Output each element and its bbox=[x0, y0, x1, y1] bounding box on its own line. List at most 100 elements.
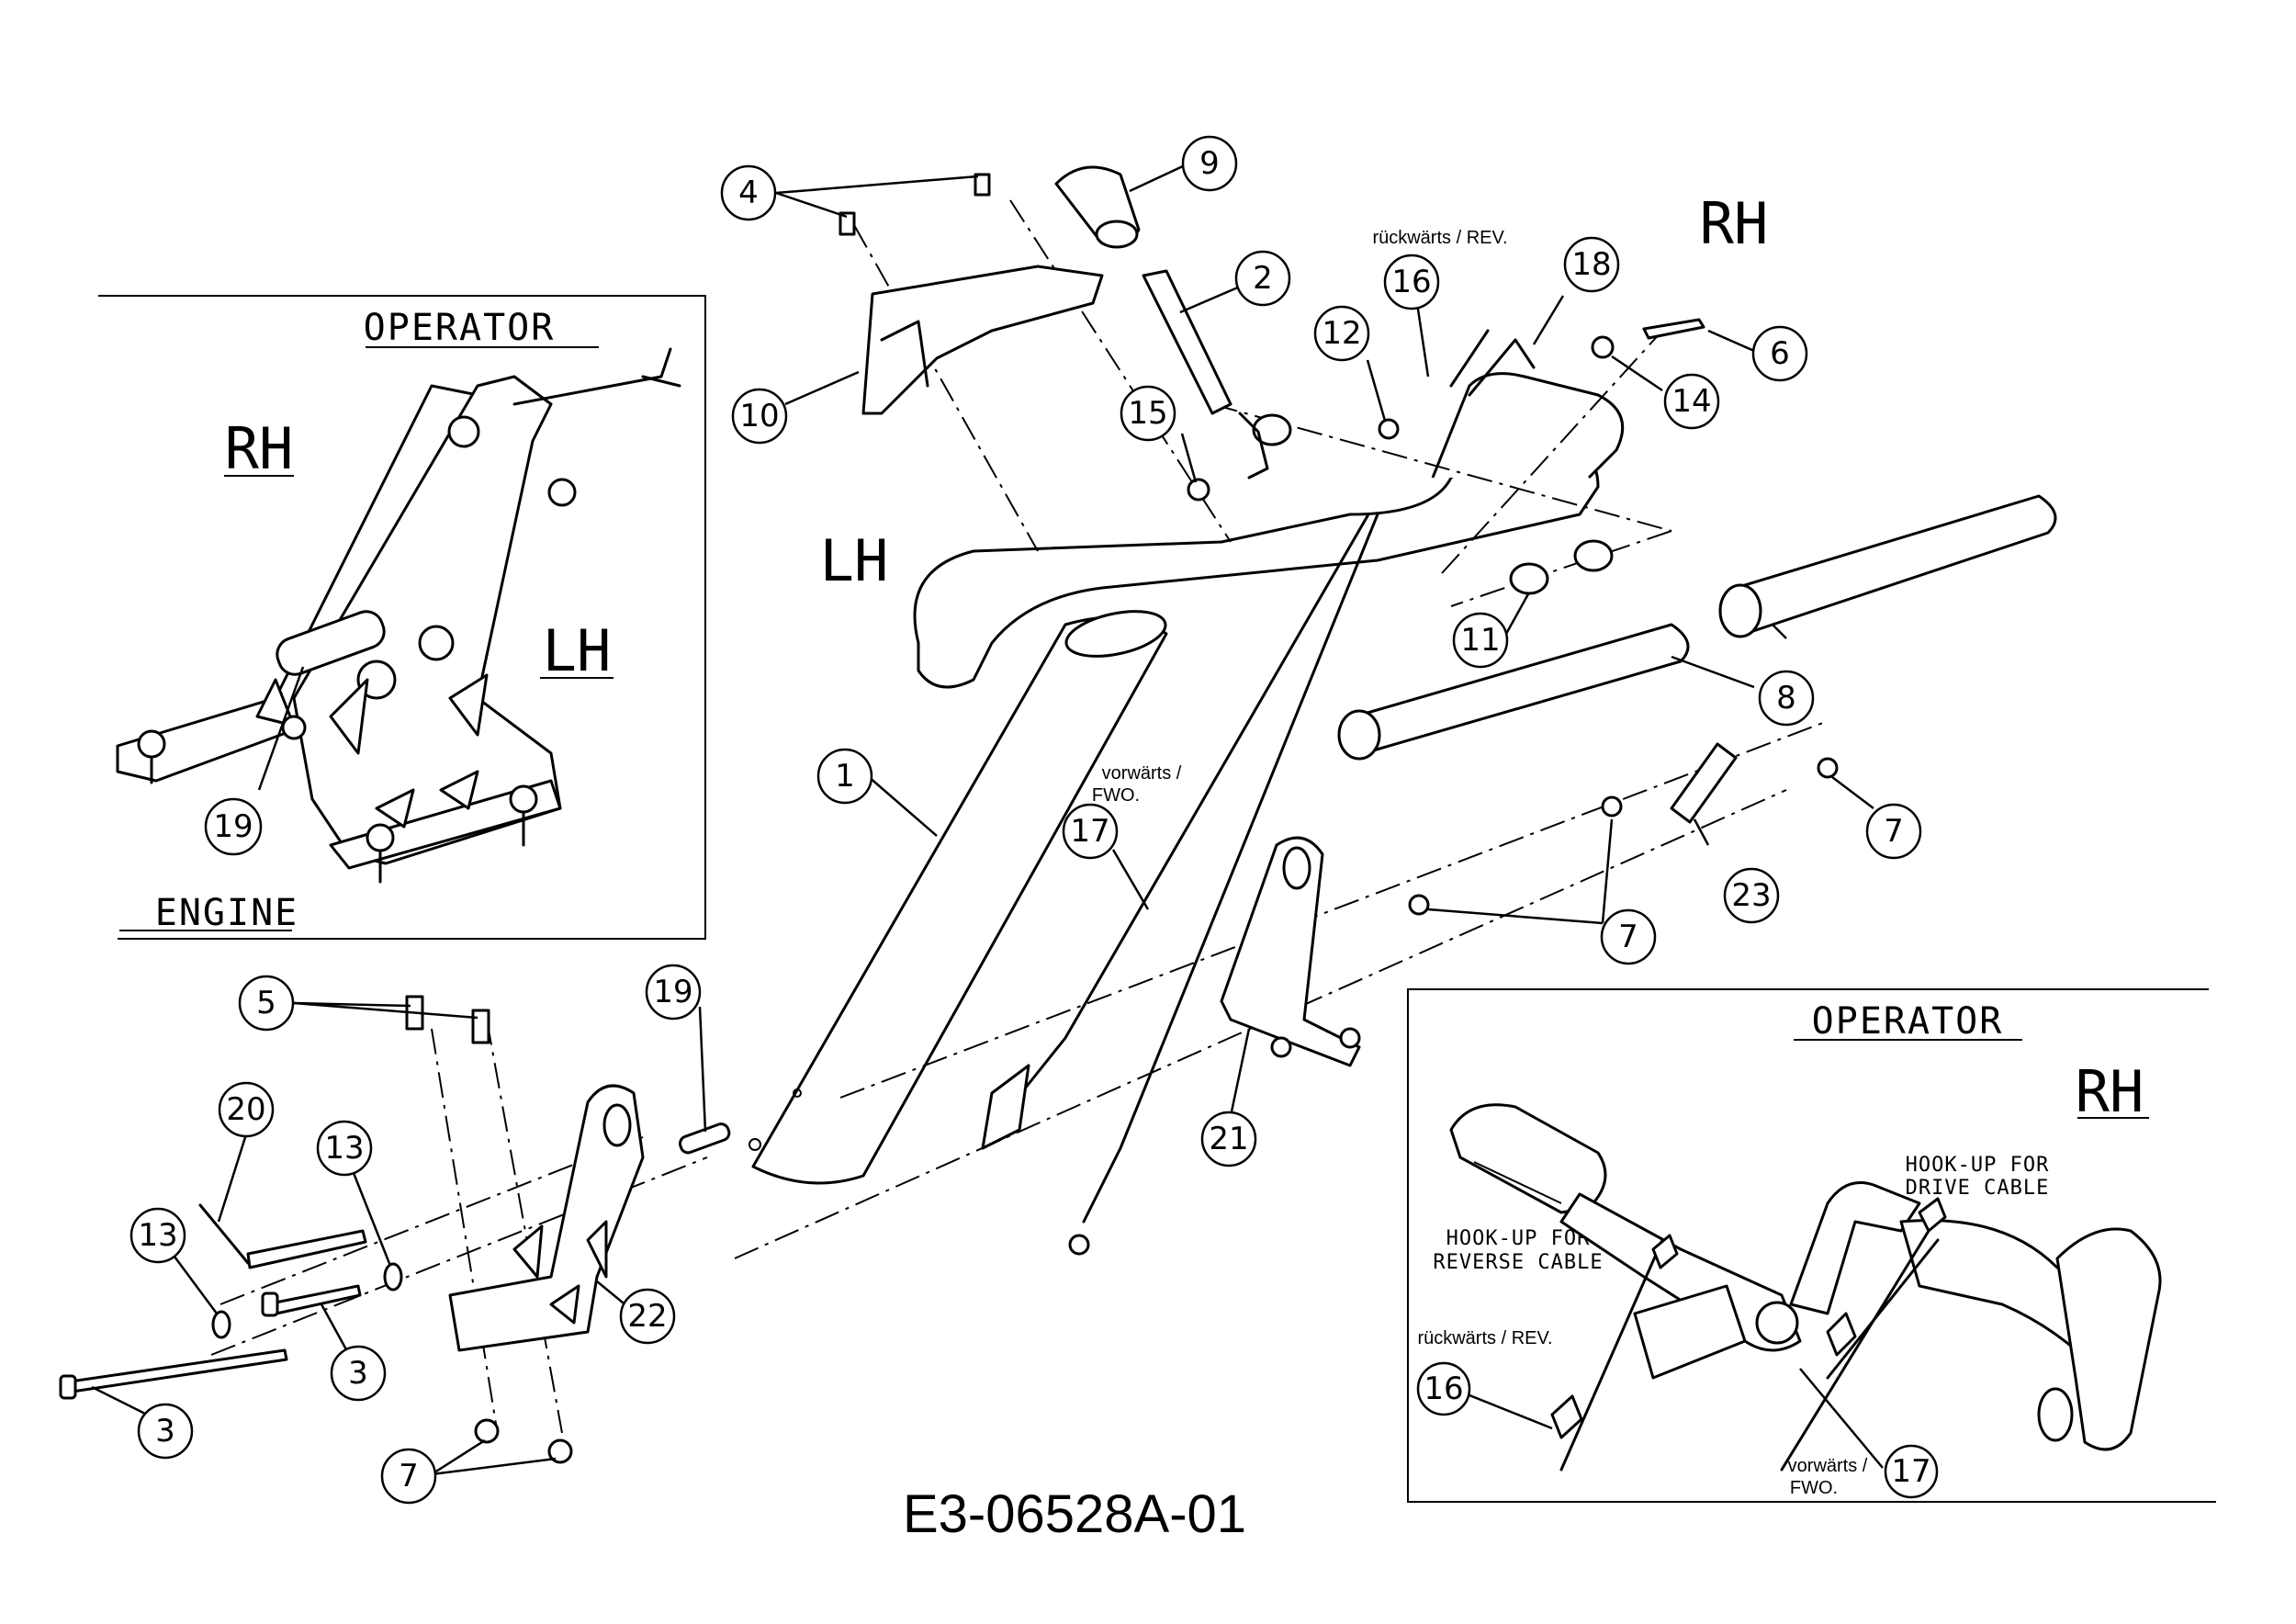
callout-3b: 3 bbox=[137, 1403, 194, 1460]
callout-5: 5 bbox=[238, 975, 295, 1032]
svg-text:3: 3 bbox=[155, 1413, 175, 1449]
right-inset-callout-16: 16 bbox=[1416, 1361, 1471, 1416]
callout-10: 10 bbox=[731, 388, 788, 445]
callout-12: 12 bbox=[1313, 305, 1370, 362]
svg-text:14: 14 bbox=[1671, 383, 1711, 420]
svg-text:13: 13 bbox=[324, 1130, 364, 1167]
svg-text:22: 22 bbox=[627, 1298, 667, 1335]
svg-text:18: 18 bbox=[1571, 246, 1611, 283]
svg-text:1: 1 bbox=[835, 758, 855, 795]
left-inset-engine-label: ENGINE bbox=[155, 892, 299, 934]
svg-text:13: 13 bbox=[138, 1217, 177, 1254]
svg-text:23: 23 bbox=[1731, 877, 1771, 914]
main-lh-label: LH bbox=[820, 527, 889, 594]
callout-7a: 7 bbox=[1865, 803, 1922, 860]
callout-14: 14 bbox=[1663, 373, 1720, 430]
callout-1: 1 bbox=[816, 748, 873, 805]
svg-text:19: 19 bbox=[653, 974, 692, 1010]
pin-19 bbox=[679, 1122, 731, 1155]
callouts: 1 2 3 3 4 5 6 7 7 7 8 9 10 11 12 13 13 1… bbox=[129, 135, 1922, 1505]
callout-19: 19 bbox=[645, 964, 702, 1021]
callout-3a: 3 bbox=[330, 1345, 387, 1402]
note-fwd-line1: vorwärts / bbox=[1102, 763, 1182, 784]
svg-text:15: 15 bbox=[1128, 395, 1167, 432]
left-inset-bracket-drawing bbox=[116, 347, 681, 884]
shift-lever bbox=[1142, 269, 1232, 415]
note-fwd-line2: FWO. bbox=[1092, 785, 1140, 806]
washer-12 bbox=[1378, 418, 1400, 440]
bracket-23 bbox=[1670, 742, 1738, 824]
bracket-21 bbox=[1220, 836, 1361, 1067]
callout-21: 21 bbox=[1200, 1111, 1257, 1167]
svg-text:16: 16 bbox=[1391, 264, 1431, 300]
grip-lower bbox=[1345, 623, 1690, 755]
handle-tube bbox=[751, 615, 1168, 1185]
left-inset: OPERATOR RH LH ENGINE bbox=[98, 295, 706, 940]
right-inset-fwd-line1: vorwärts / bbox=[1788, 1456, 1868, 1476]
right-inset-fwd-line2: FWO. bbox=[1790, 1478, 1838, 1498]
handle-cover bbox=[861, 265, 1104, 415]
svg-text:21: 21 bbox=[1209, 1121, 1248, 1157]
bracket-22 bbox=[448, 1084, 645, 1352]
svg-text:7: 7 bbox=[1618, 919, 1638, 955]
grip-upper bbox=[1727, 494, 2057, 636]
lever-20 bbox=[198, 1203, 250, 1265]
svg-text:6: 6 bbox=[1770, 335, 1790, 372]
callout-13b: 13 bbox=[129, 1207, 186, 1264]
callout-7c: 7 bbox=[380, 1448, 437, 1505]
left-inset-lh-label: LH bbox=[543, 617, 612, 684]
svg-text:2: 2 bbox=[1253, 260, 1273, 297]
spring bbox=[981, 1064, 1030, 1150]
hook-drive-line1: HOOK-UP FOR bbox=[1906, 1154, 2050, 1177]
callout-7b: 7 bbox=[1600, 908, 1657, 965]
svg-text:17: 17 bbox=[1070, 813, 1109, 850]
svg-text:12: 12 bbox=[1322, 315, 1361, 352]
svg-text:10: 10 bbox=[739, 398, 779, 434]
svg-text:11: 11 bbox=[1460, 622, 1500, 659]
callout-8: 8 bbox=[1758, 670, 1815, 727]
cable-rev bbox=[1082, 513, 1379, 1224]
callout-20: 20 bbox=[218, 1081, 275, 1138]
callout-11: 11 bbox=[1452, 612, 1509, 669]
hook-reverse-line1: HOOK-UP FOR bbox=[1446, 1227, 1591, 1250]
hook-drive-line2: DRIVE CABLE bbox=[1906, 1177, 2050, 1200]
svg-text:17: 17 bbox=[1891, 1453, 1930, 1490]
svg-text:7: 7 bbox=[399, 1458, 419, 1494]
right-inset-handle-drawing bbox=[1449, 1103, 2162, 1472]
left-inset-rh-label: RH bbox=[225, 415, 294, 482]
left-inset-title: OPERATOR bbox=[364, 307, 556, 349]
svg-text:3: 3 bbox=[348, 1355, 368, 1392]
hook-reverse-line2: REVERSE CABLE bbox=[1433, 1251, 1603, 1274]
svg-text:5: 5 bbox=[256, 985, 276, 1021]
svg-text:19: 19 bbox=[213, 808, 253, 845]
callout-9: 9 bbox=[1181, 135, 1238, 192]
callout-16: 16 bbox=[1383, 254, 1440, 310]
right-inset-rh-label: RH bbox=[2076, 1058, 2144, 1125]
note-rev-top: rückwärts / REV. bbox=[1372, 228, 1507, 248]
right-inset-rev-label: rückwärts / REV. bbox=[1417, 1328, 1552, 1348]
right-inset-callout-17: 17 bbox=[1884, 1444, 1939, 1499]
svg-text:9: 9 bbox=[1199, 145, 1220, 182]
main-rh-label: RH bbox=[1700, 190, 1769, 257]
callout-18: 18 bbox=[1563, 236, 1620, 293]
svg-text:7: 7 bbox=[1884, 813, 1904, 850]
svg-text:8: 8 bbox=[1776, 680, 1796, 716]
callout-13a: 13 bbox=[316, 1120, 373, 1177]
svg-text:20: 20 bbox=[226, 1091, 265, 1128]
callout-6: 6 bbox=[1751, 325, 1808, 382]
callout-4: 4 bbox=[720, 164, 777, 221]
main-assembly: RH LH bbox=[59, 165, 2057, 1464]
callout-22: 22 bbox=[619, 1288, 676, 1345]
bolt-3a bbox=[62, 1348, 288, 1394]
right-inset-title: OPERATOR bbox=[1812, 1000, 2004, 1043]
callout-2: 2 bbox=[1234, 250, 1291, 307]
right-inset: OPERATOR RH HOOK-UP FOR DRIVE CABLE HOOK… bbox=[1407, 988, 2216, 1503]
callout-19-inset: 19 bbox=[204, 797, 263, 856]
svg-text:16: 16 bbox=[1424, 1370, 1463, 1407]
svg-text:4: 4 bbox=[738, 175, 759, 211]
bolt-5b bbox=[471, 1009, 490, 1044]
pin-6 bbox=[1642, 318, 1705, 340]
plug-a bbox=[1509, 562, 1549, 595]
callout-17: 17 bbox=[1062, 803, 1119, 860]
